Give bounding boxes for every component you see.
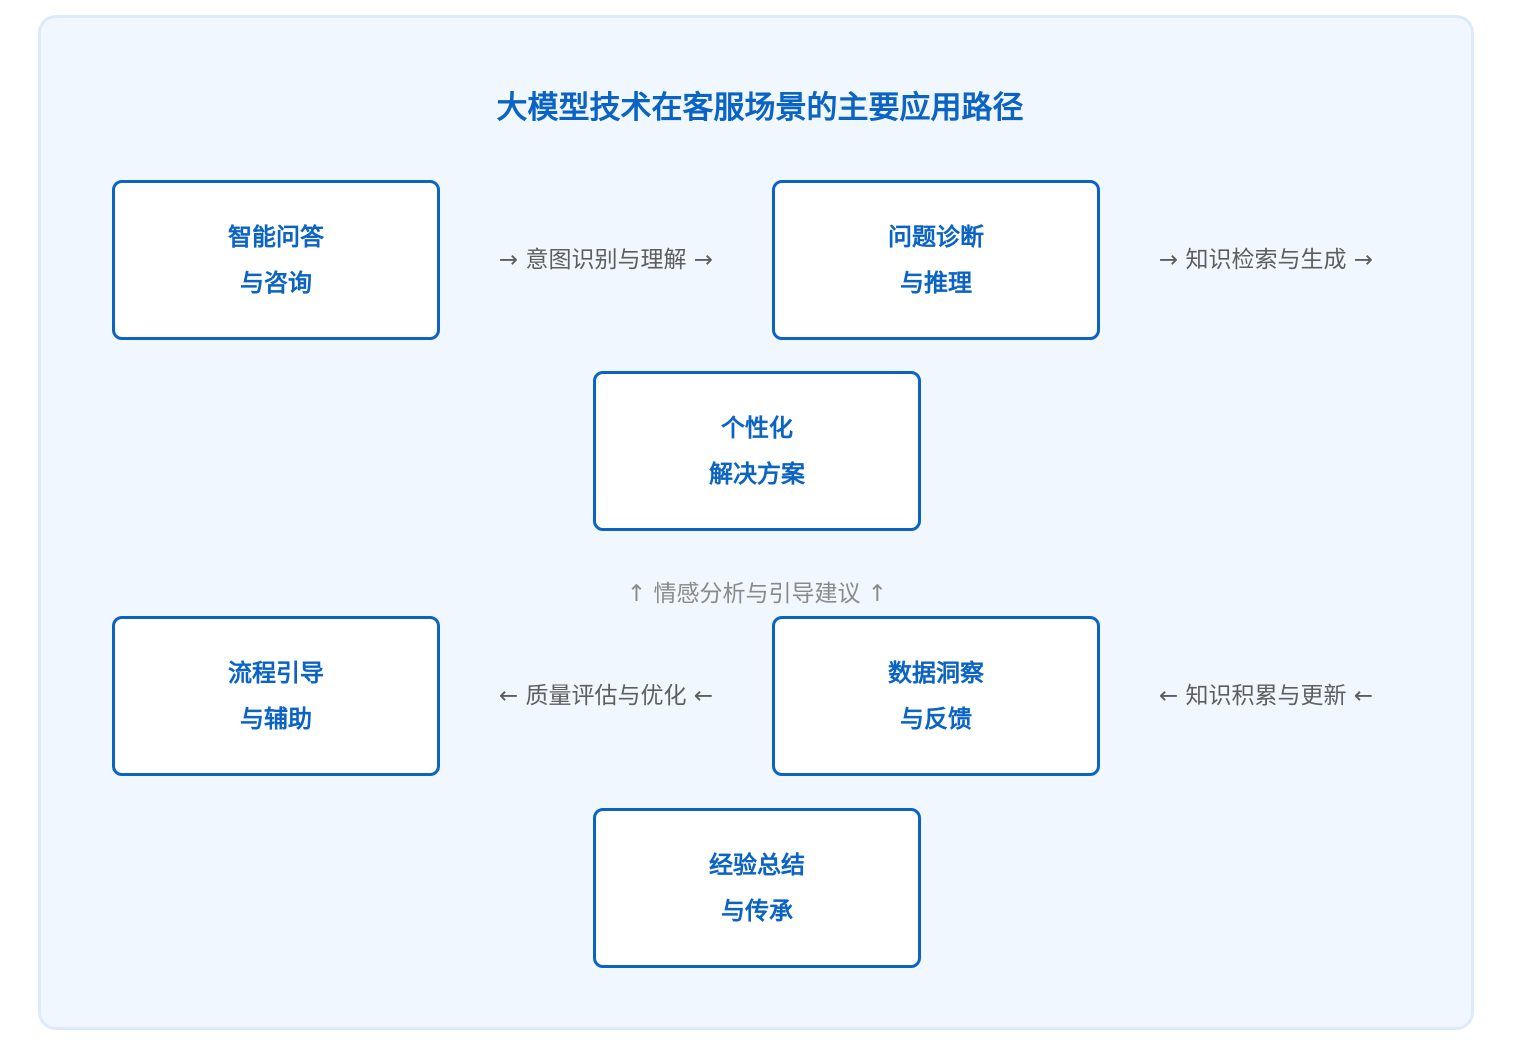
node-personalized: 个性化 解决方案 xyxy=(593,371,921,531)
edge-label-sentiment: ↑ 情感分析与引导建议 ↑ xyxy=(626,581,888,607)
node-process: 流程引导 与辅助 xyxy=(112,616,440,776)
node-experience-line1: 经验总结 xyxy=(709,851,805,879)
node-process-line2: 与辅助 xyxy=(240,705,312,733)
node-insight: 数据洞察 与反馈 xyxy=(772,616,1100,776)
node-diagnosis: 问题诊断 与推理 xyxy=(772,180,1100,340)
node-personalized-line2: 解决方案 xyxy=(709,460,805,488)
diagram-title: 大模型技术在客服场景的主要应用路径 xyxy=(496,90,1024,126)
node-personalized-line1: 个性化 xyxy=(721,414,793,442)
node-insight-line1: 数据洞察 xyxy=(888,659,984,687)
edge-label-intent: → 意图识别与理解 → xyxy=(498,247,714,273)
node-qa: 智能问答 与咨询 xyxy=(112,180,440,340)
node-experience-line2: 与传承 xyxy=(721,897,793,925)
edge-label-retrieval: → 知识检索与生成 → xyxy=(1158,247,1374,273)
node-process-line1: 流程引导 xyxy=(228,659,324,687)
edge-label-quality: ← 质量评估与优化 ← xyxy=(498,683,714,709)
node-qa-line1: 智能问答 xyxy=(228,223,324,251)
node-experience: 经验总结 与传承 xyxy=(593,808,921,968)
edge-label-knowledge: ← 知识积累与更新 ← xyxy=(1158,683,1374,709)
node-insight-line2: 与反馈 xyxy=(900,705,972,733)
node-qa-line2: 与咨询 xyxy=(240,269,312,297)
node-diagnosis-line1: 问题诊断 xyxy=(888,223,984,251)
node-diagnosis-line2: 与推理 xyxy=(900,269,972,297)
